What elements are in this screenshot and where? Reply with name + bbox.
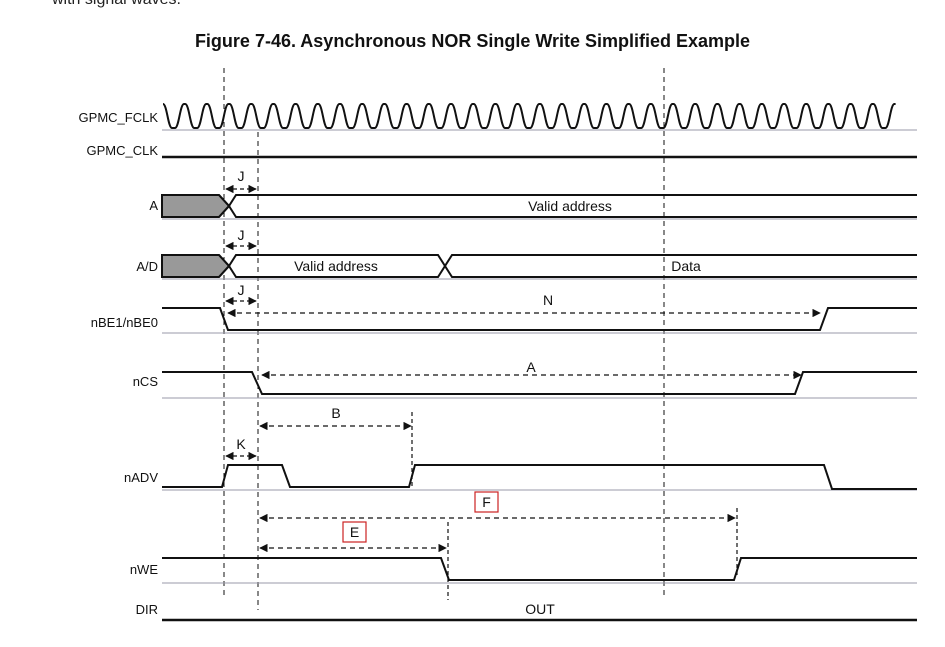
ad-valid-address-text: Valid address [294,258,378,274]
figure-title: Figure 7-46. Asynchronous NOR Single Wri… [194,31,751,51]
nwe-wave [162,557,917,581]
a-valid-address-text: Valid address [528,198,612,214]
label-nwe: nWE [130,562,159,577]
label-ad: A/D [136,259,158,274]
nadv-wave [162,464,917,490]
j2-label: J [238,227,245,243]
label-gpmc-clk: GPMC_CLK [86,143,158,158]
label-nbe: nBE1/nBE0 [91,315,158,330]
ad-data-text: Data [671,258,701,274]
label-ncs: nCS [133,374,159,389]
label-gpmc-fclk: GPMC_FCLK [79,110,159,125]
ncs-wave [162,371,917,395]
j3-label: J [238,282,245,298]
k-label: K [236,436,246,452]
top-text-fragment: with signal waves. [52,0,181,9]
label-dir: DIR [136,602,158,617]
nbe-wave [162,307,917,331]
label-nadv: nADV [124,470,158,485]
f-box [474,491,499,513]
b-label: B [331,405,340,421]
label-a: A [149,198,158,213]
j1-label: J [238,168,245,184]
gpmc-fclk-wave [162,103,896,129]
e-box [342,521,367,543]
e-label: E [350,524,359,540]
a-ncs-label: A [526,359,536,375]
a-wave [161,194,917,218]
n-label: N [543,292,553,308]
ad-wave [161,254,917,278]
f-label: F [482,494,491,510]
dir-out-text: OUT [525,601,555,617]
